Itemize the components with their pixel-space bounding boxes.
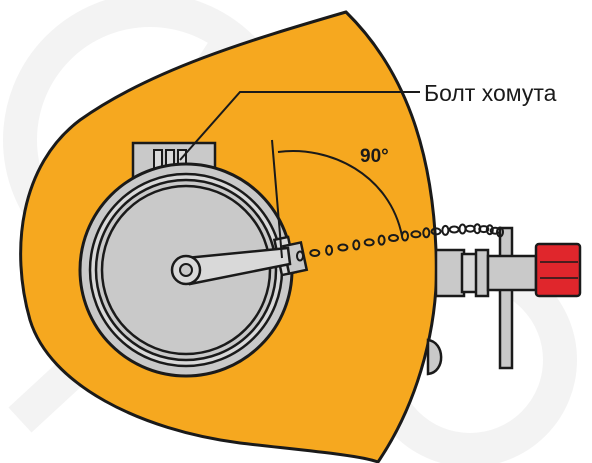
chain-link	[388, 234, 399, 242]
chain-link	[337, 243, 349, 252]
chain-link	[448, 225, 460, 234]
lever-pivot-hole	[179, 263, 193, 277]
red-cap	[534, 242, 582, 298]
angle-indicator	[271, 139, 403, 259]
chain-link	[422, 227, 431, 239]
chain-link	[401, 230, 409, 242]
chain-link	[325, 244, 334, 256]
valve-fitting	[434, 226, 582, 370]
chain-link	[430, 227, 442, 236]
bolt-leader-line	[179, 91, 420, 161]
chain-link	[496, 226, 504, 238]
side-bracket	[426, 338, 443, 376]
angle-label: 90°	[360, 146, 389, 167]
chain-link	[441, 224, 450, 236]
chain-link	[489, 226, 501, 235]
chain-link	[485, 224, 494, 236]
chain-link	[352, 239, 361, 251]
chain-link	[458, 223, 467, 235]
chain-link	[377, 234, 386, 246]
chain-link	[410, 230, 422, 239]
bolt-label: Болт хомута	[424, 80, 557, 106]
chain-link	[309, 249, 321, 257]
chain-link	[363, 238, 375, 247]
chain	[296, 223, 504, 262]
chain-link	[296, 250, 304, 262]
chain-link	[478, 225, 490, 234]
